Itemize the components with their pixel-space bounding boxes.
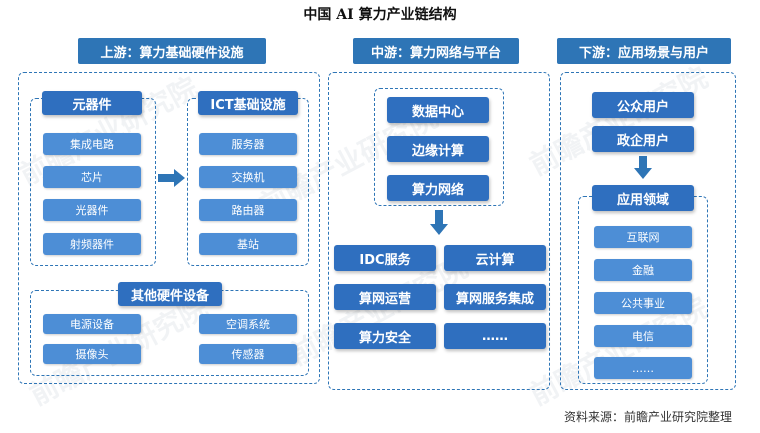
arrow-right-icon [158, 169, 185, 187]
components-title: 元器件 [42, 91, 142, 115]
midstream-top-item: 数据中心 [387, 97, 489, 123]
other-hardware-item: 空调系统 [199, 314, 297, 334]
midstream-top-item: 边缘计算 [387, 136, 489, 162]
midstream-service-item: IDC服务 [334, 245, 436, 271]
ict-item: 基站 [199, 233, 297, 255]
upstream-panel [18, 72, 320, 384]
downstream-header: 下游：应用场景与用户 [557, 38, 731, 64]
ict-item: 服务器 [199, 133, 297, 155]
component-item: 集成电路 [43, 133, 141, 155]
upstream-header: 上游：算力基础硬件设施 [78, 38, 266, 64]
midstream-header: 中游：算力网络与平台 [353, 38, 519, 64]
ict-title: ICT基础设施 [198, 91, 298, 115]
component-item: 射频器件 [43, 233, 141, 255]
midstream-panel [328, 72, 550, 390]
enterprise-users: 政企用户 [592, 126, 694, 152]
arrow-down-icon [430, 210, 448, 235]
application-field-item: 公共事业 [594, 292, 692, 314]
public-users: 公众用户 [592, 92, 694, 118]
downstream-panel [560, 72, 736, 390]
page-title: 中国 AI 算力产业链结构 [303, 7, 457, 23]
midstream-top-item: 算力网络 [387, 175, 489, 201]
source-note: 资料来源：前瞻产业研究院整理 [563, 410, 732, 424]
application-field-item: 互联网 [594, 226, 692, 248]
ict-item: 交换机 [199, 166, 297, 188]
other-hardware-item: 电源设备 [43, 314, 141, 334]
other-hardware-title: 其他硬件设备 [118, 282, 222, 306]
midstream-service-item: …… [444, 323, 546, 349]
component-item: 光器件 [43, 199, 141, 221]
application-field-item: 金融 [594, 259, 692, 281]
application-fields-title: 应用领域 [592, 185, 694, 211]
application-field-item: …… [594, 357, 692, 379]
midstream-service-item: 算网服务集成 [444, 284, 546, 310]
other-hardware-item: 传感器 [199, 344, 297, 364]
other-hardware-item: 摄像头 [43, 344, 141, 364]
arrow-down-icon [634, 156, 652, 179]
midstream-service-item: 算网运营 [334, 284, 436, 310]
component-item: 芯片 [43, 166, 141, 188]
application-field-item: 电信 [594, 325, 692, 347]
midstream-service-item: 算力安全 [334, 323, 436, 349]
midstream-service-item: 云计算 [444, 245, 546, 271]
application-fields-group [578, 196, 708, 384]
midstream-top-group [374, 88, 504, 206]
ict-item: 路由器 [199, 199, 297, 221]
